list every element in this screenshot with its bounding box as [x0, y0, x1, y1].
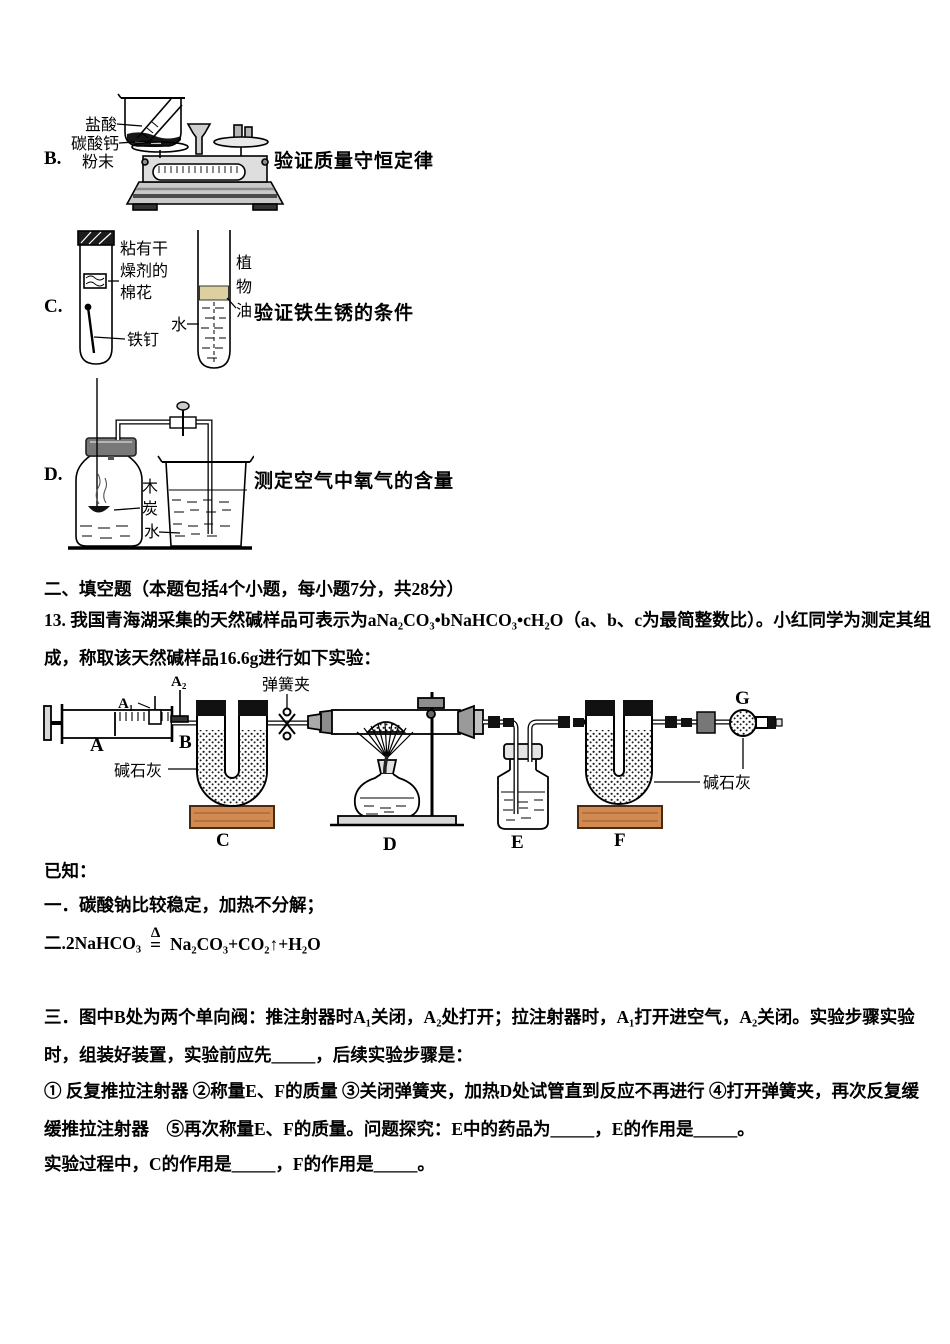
equation-prefix: 二.2NaHCO₃ — [44, 933, 142, 953]
oil-label-2: 物 — [236, 278, 252, 296]
option-d-diagram-oxygen-test: 木 炭 水 — [68, 378, 254, 550]
tube-d-to-e — [483, 716, 519, 814]
gas-bottle-e — [497, 743, 549, 830]
carbonate-label: 碳酸钙 — [71, 135, 119, 153]
stopper-c-left — [196, 700, 226, 716]
cotton-label-1: 粘有干 — [120, 240, 168, 258]
gas-bottle — [75, 437, 143, 547]
drying-bulb-g — [729, 709, 783, 737]
option-c-caption: 验证铁生锈的条件 — [254, 303, 415, 324]
known-title: 已知： — [44, 861, 97, 881]
cotton-label-2: 燥剂的 — [120, 262, 168, 280]
delta-over-equals: Δ = — [150, 925, 161, 956]
q13-apparatus-diagram: A₁ A₂ A B C 碱石灰 弹簧夹 — [43, 674, 783, 855]
spring-clamp-label: 弹簧夹 — [262, 675, 310, 694]
powder-label: 粉末 — [82, 153, 114, 171]
letter-e: E — [511, 832, 524, 853]
wood-block-c — [189, 805, 275, 829]
option-b-label: B. — [44, 148, 62, 169]
oil-pointer-line — [226, 297, 237, 309]
test-tube-dry — [77, 230, 115, 365]
beaker-with-acid-tube — [117, 93, 189, 153]
q13-line-2: 成，称取该天然碱样品16.6g进行如下实验： — [44, 648, 381, 668]
wood-block-f — [577, 805, 663, 829]
stopper-f-right — [623, 700, 653, 716]
water-label-d: 水 — [144, 523, 160, 541]
water-label-c: 水 — [171, 316, 187, 334]
acid-pointer-line — [116, 123, 143, 127]
charcoal-pointer-line — [113, 507, 141, 511]
section3-line-1: 三．图中B处为两个单向阀：推注射器时A₁关闭，A₂处打开；拉注射器时，A₁打开进… — [44, 1007, 915, 1027]
letter-c: C — [216, 830, 230, 851]
option-d-label: D. — [44, 464, 63, 485]
option-b-caption: 验证质量守恒定律 — [274, 151, 435, 172]
stopcock-valve — [169, 401, 197, 436]
oil-label-3: 油 — [236, 302, 252, 320]
section3-line-2: 时，组装好装置，实验前应先_____，后续实验步骤是： — [44, 1045, 473, 1065]
lamp-flame — [356, 722, 414, 759]
valve-a1 — [148, 696, 162, 725]
tube-f-to-g — [653, 711, 730, 734]
charcoal-label-2: 炭 — [142, 500, 158, 518]
cotton-label-3: 棉花 — [120, 284, 152, 302]
valve-a2 — [170, 690, 189, 723]
combustion-spoon — [88, 506, 110, 513]
acid-label: 盐酸 — [85, 116, 117, 134]
letter-b: B — [179, 732, 192, 753]
equation-suffix: Na₂CO₃+CO₂↑+H₂O — [169, 934, 321, 954]
gas-tube — [115, 419, 213, 534]
stopper-d-right — [457, 704, 475, 740]
section2-header: 二、填空题（本题包括4个小题，每小题7分，共28分） — [44, 579, 464, 599]
a1-pointer — [137, 702, 151, 709]
delta-symbol: Δ — [150, 925, 161, 941]
nail-pointer-line — [93, 336, 126, 340]
sample-tube-d — [307, 704, 484, 740]
letter-g: G — [735, 688, 750, 709]
iron-stand — [330, 692, 464, 827]
charcoal-label-1: 木 — [142, 478, 158, 496]
balance-scale — [125, 123, 285, 211]
steps-line-2: 缓推拉注射器 ⑤再次称量E、F的质量。问题探究：E中的药品为_____，E的作用… — [44, 1119, 755, 1139]
option-c-label: C. — [44, 296, 63, 317]
soda-lime-right-label: 碱石灰 — [703, 774, 751, 792]
q13-line-1: 13. 我国青海湖采集的天然碱样品可表示为aNa₂CO₃•bNaHCO₃•cH₂… — [44, 610, 931, 630]
soda-lime-left-label: 碱石灰 — [114, 762, 162, 780]
option-b-diagram-balance: 盐酸 碳酸钙 粉末 — [71, 93, 285, 211]
valve-a2-label: A₂ — [171, 674, 187, 690]
water-beaker — [157, 455, 254, 547]
oil-label-1: 植 — [236, 254, 252, 272]
option-c-diagram-rust-test: 粘有干 燥剂的 棉花 铁钉 水 植 物 油 — [77, 230, 252, 369]
known-item-1: 一．碳酸钠比较稳定，加热不分解； — [44, 895, 324, 915]
option-d-caption: 测定空气中氧气的含量 — [254, 471, 455, 492]
spring-clamp — [278, 707, 296, 741]
carbonate-pointer-line — [118, 140, 151, 144]
u-tube-f — [585, 700, 653, 805]
nail-label: 铁钉 — [127, 331, 159, 349]
smoke-wisps — [95, 473, 108, 505]
test-tube-water-oil — [197, 230, 231, 369]
letter-a: A — [90, 735, 104, 756]
steps-line-1: ① 反复推拉注射器 ②称量E、F的质量 ③关闭弹簧夹，加热D处试管直到反应不再进… — [44, 1081, 919, 1101]
final-line: 实验过程中，C的作用是_____，F的作用是_____。 — [44, 1154, 435, 1174]
known-item-2-equation: 二.2NaHCO₃ Δ = Na₂CO₃+CO₂↑+H₂O — [44, 925, 321, 956]
letter-f: F — [614, 830, 626, 851]
stopper-f-left — [585, 700, 615, 716]
letter-d: D — [383, 834, 397, 855]
u-tube-c — [196, 700, 268, 807]
stopper-c-right — [238, 700, 268, 716]
equals-symbol: = — [150, 935, 161, 956]
valve-a1-label: A₁ — [118, 696, 133, 712]
water-pointer-line-d — [158, 531, 181, 534]
alcohol-lamp — [353, 755, 421, 819]
